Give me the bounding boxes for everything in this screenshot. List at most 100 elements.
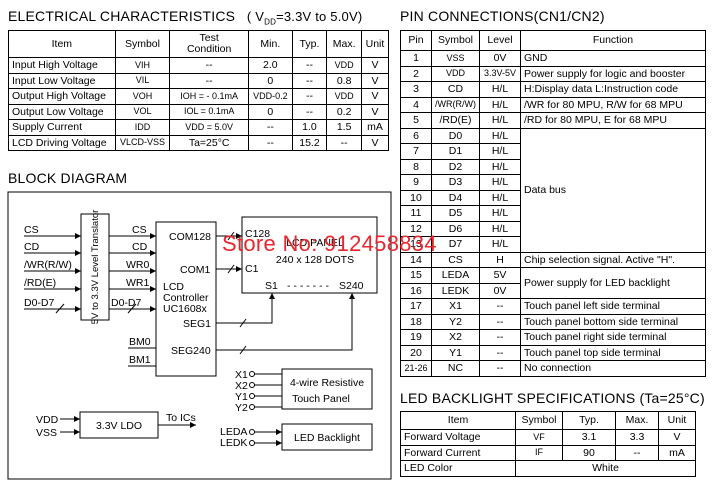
arrow-head bbox=[75, 306, 81, 312]
col-level: Level bbox=[478, 30, 521, 51]
touch-name-2: Touch Panel bbox=[292, 393, 350, 405]
arrow-head bbox=[349, 293, 355, 299]
arrow-head bbox=[75, 268, 81, 274]
arrow-head bbox=[150, 233, 156, 239]
terminal-circle bbox=[249, 393, 255, 399]
arrow-head bbox=[150, 268, 156, 274]
cond-sub: DD bbox=[264, 17, 277, 27]
touch-name-1: 4-wire Resistive bbox=[290, 377, 364, 389]
ctrl-pin-data: D0-D7 bbox=[111, 297, 142, 309]
table-row: 4/WR(R/W)H/L/WR for 80 MPU, R/W for 68 M… bbox=[400, 96, 707, 113]
panel-pin-dashes: - - - - - - - bbox=[287, 280, 329, 292]
panel-name-1: LCD PANEL bbox=[286, 237, 344, 249]
cell: Ta=25°C bbox=[169, 134, 250, 151]
arrow-head bbox=[276, 429, 282, 435]
cell: H/L bbox=[478, 220, 521, 237]
panel-pin-c128: C128 bbox=[245, 228, 270, 240]
col-symbol: Symbol bbox=[114, 30, 171, 58]
diagram-frame bbox=[7, 191, 392, 480]
arrow-head bbox=[74, 429, 80, 435]
col-pin: Pin bbox=[400, 30, 432, 51]
col-min: Min. bbox=[248, 30, 293, 58]
cell: White bbox=[515, 460, 696, 477]
input-wr-label: /WR(R/W) bbox=[24, 259, 72, 271]
backlight-table: Item Symbol Typ. Max. Unit Forward Volta… bbox=[400, 411, 696, 477]
panel-pin-s240: S240 bbox=[339, 280, 364, 292]
electrical-title-condition: ( VDD=3.3V to 5.0V) bbox=[239, 9, 362, 27]
col-item: Item bbox=[8, 30, 116, 58]
data-bus-cell: Data bus bbox=[519, 127, 707, 253]
ctrl-pin-seg1: SEG1 bbox=[183, 318, 211, 330]
translator-label: 5V to 3.3V Level Translator bbox=[90, 210, 101, 325]
electrical-table: Item Symbol Test Condition Min. Typ. Max… bbox=[8, 30, 390, 151]
cell: NC bbox=[431, 360, 480, 377]
controller-name-2: Controller bbox=[163, 292, 209, 304]
arrow-head bbox=[150, 306, 156, 312]
led-backlight-name: LED Backlight bbox=[294, 432, 360, 444]
electrical-title: ELECTRICAL CHARACTERISTICS ( VDD=3.3V to… bbox=[8, 8, 362, 27]
input-cd-label: CD bbox=[24, 241, 40, 253]
cell: -- bbox=[248, 134, 293, 151]
cell: H/L bbox=[478, 174, 521, 191]
touch-panel-box bbox=[281, 368, 373, 410]
ctrl-pin-wr1: WR1 bbox=[126, 277, 149, 289]
ctrl-pin-wr0: WR0 bbox=[126, 259, 149, 271]
electrical-title-text: ELECTRICAL CHARACTERISTICS bbox=[8, 8, 236, 24]
table-header-row: Item Symbol Test Condition Min. Typ. Max… bbox=[8, 30, 390, 58]
input-cs-label: CS bbox=[24, 224, 39, 236]
table-header-row: Pin Symbol Level Function bbox=[400, 30, 707, 51]
led-pin-leda: LEDA bbox=[220, 426, 247, 438]
backlight-power-cell: Power supply for LED backlight bbox=[519, 267, 707, 299]
arrow-head bbox=[74, 416, 80, 422]
ctrl-pin-com1: COM1 bbox=[180, 264, 210, 276]
led-backlight-box bbox=[281, 423, 373, 451]
table-row: LCD Driving Voltage VLCD-VSS Ta=25°C -- … bbox=[8, 134, 390, 151]
ldo-name: 3.3V LDO bbox=[96, 420, 142, 432]
input-rd-label: /RD(E) bbox=[24, 277, 56, 289]
led-pin-ledk: LEDK bbox=[220, 437, 247, 449]
level-translator-box bbox=[80, 213, 110, 321]
col-symbol: Symbol bbox=[431, 30, 480, 51]
table-header-row: Item Symbol Typ. Max. Unit bbox=[400, 411, 696, 430]
touch-pin-x1: X1 bbox=[235, 369, 248, 381]
panel-pin-s1: S1 bbox=[265, 280, 278, 292]
col-test-condition: Test Condition bbox=[169, 30, 250, 58]
col-function: Function bbox=[519, 30, 707, 51]
input-data-label: D0-D7 bbox=[24, 297, 55, 309]
cell: IOH = - 0.1mA bbox=[169, 88, 250, 105]
touch-pin-y1: Y1 bbox=[235, 391, 248, 403]
cell: 14 bbox=[400, 251, 432, 268]
panel-name-2: 240 x 128 DOTS bbox=[276, 254, 354, 266]
cell: No connection bbox=[519, 360, 707, 377]
arrow-head bbox=[276, 440, 282, 446]
ctrl-pin-cd: CD bbox=[132, 241, 148, 253]
arrow-head bbox=[190, 422, 196, 428]
lcd-panel-box bbox=[241, 216, 378, 294]
terminal-circle bbox=[249, 404, 255, 410]
table-row: Input High Voltage VIH -- 2.0 -- VDD V bbox=[8, 57, 390, 74]
ctrl-pin-bm0: BM0 bbox=[129, 336, 151, 348]
store-watermark: Store No: 912458834 bbox=[222, 231, 437, 256]
col-unit: Unit bbox=[360, 30, 390, 58]
terminal-circle bbox=[249, 382, 255, 388]
cell: LCD Driving Voltage bbox=[8, 134, 116, 151]
block-diagram-title: BLOCK DIAGRAM bbox=[8, 170, 128, 186]
cell: 2 bbox=[400, 65, 432, 82]
terminal-circle bbox=[249, 440, 255, 446]
touch-pin-x2: X2 bbox=[235, 380, 248, 392]
ldo-input-vss: VSS bbox=[36, 427, 57, 439]
controller-box bbox=[155, 221, 217, 377]
col-typ: Typ. bbox=[562, 411, 616, 430]
terminal-circle bbox=[249, 371, 255, 377]
ctrl-pin-com128: COM128 bbox=[169, 231, 211, 243]
